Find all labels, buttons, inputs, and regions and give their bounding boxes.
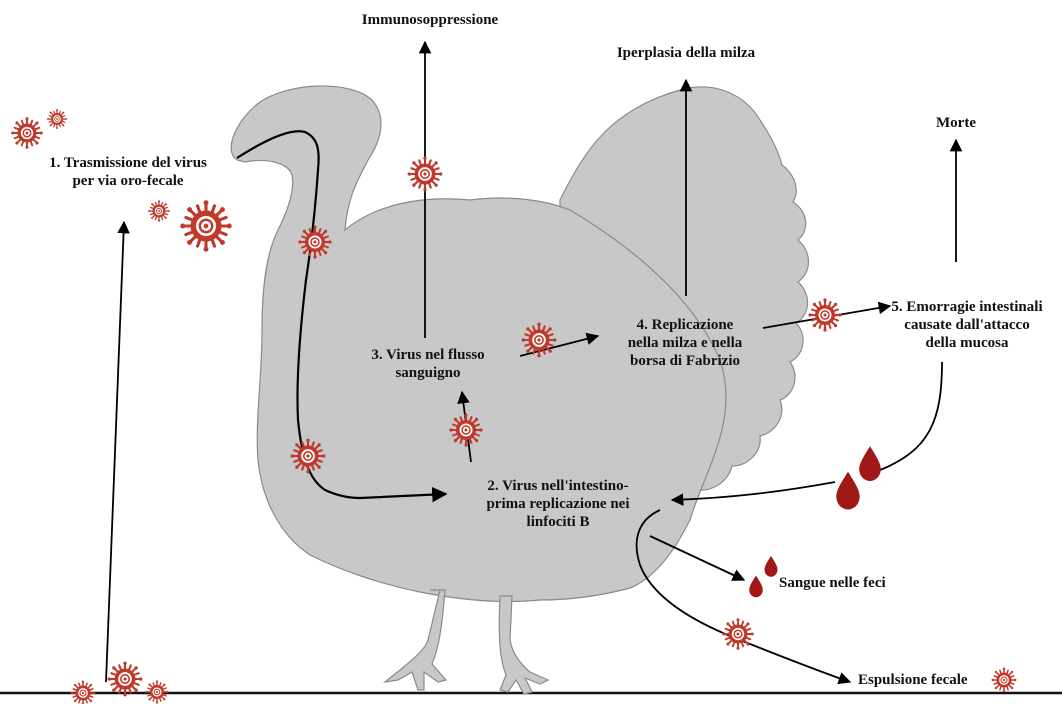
virus-icon: [722, 618, 754, 650]
label-fecal-expulsion: Espulsione fecale: [858, 671, 990, 689]
virus-icon: [148, 200, 170, 222]
label-blood-in-feces: Sangue nelle feci: [779, 574, 919, 592]
blood-drop-icon: [859, 446, 881, 481]
virus-icon: [522, 323, 557, 358]
virus-icon: [449, 413, 482, 446]
blood-drop-icon: [836, 472, 859, 510]
virus-icon: [108, 662, 143, 697]
virus-icon: [408, 157, 443, 192]
label-spleen-hyperplasia: Iperplasia della milza: [596, 44, 776, 62]
blood-drop-icon: [765, 556, 778, 577]
label-death: Morte: [920, 114, 992, 132]
label-immunosuppression: Immunosoppressione: [340, 11, 520, 29]
virus-icon: [11, 117, 43, 149]
blood-drop-icon: [749, 576, 763, 598]
virus-icon: [145, 680, 168, 703]
virus-icon: [298, 225, 331, 258]
label-step2: 2. Virus nell'intestino-prima replicazio…: [458, 477, 658, 531]
virus-icon: [291, 439, 326, 474]
virus-icon: [180, 200, 231, 251]
virus-icon: [992, 668, 1017, 693]
virus-icon: [808, 298, 841, 331]
virus-icon: [71, 681, 96, 704]
virus-icon: [47, 109, 67, 129]
